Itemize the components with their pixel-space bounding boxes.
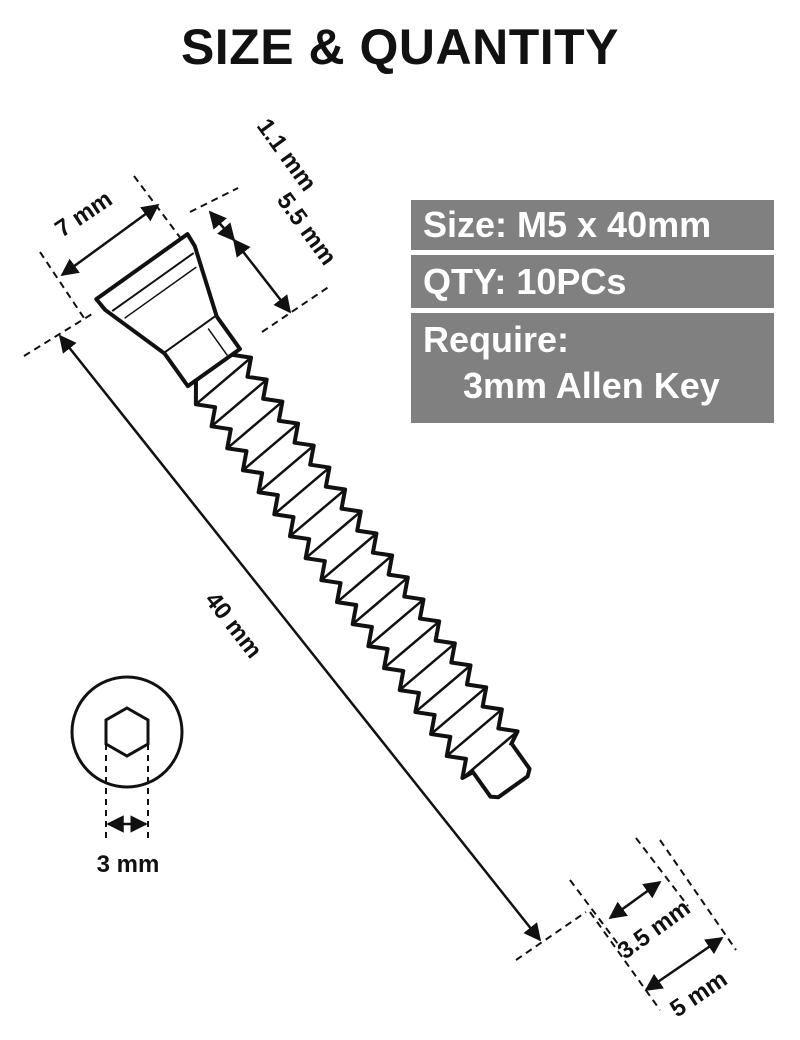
page-title: SIZE & QUANTITY	[180, 19, 620, 75]
head-taper-line	[124, 266, 197, 319]
size-spec: Size: M5 x 40mm	[411, 200, 774, 250]
dim-total-length-line	[58, 334, 542, 942]
dim-label-thread-diameter: 5 mm	[665, 966, 732, 1023]
screw-head	[94, 232, 219, 356]
ext-line	[635, 837, 689, 907]
ext-line	[515, 911, 587, 961]
dim-tip-diameter-line	[608, 880, 662, 920]
dim-label-tip-diameter: 3.5 mm	[613, 894, 696, 964]
ext-line	[39, 251, 85, 319]
spec-panel: Size: M5 x 40mm QTY: 10PCs Require: 3mm …	[411, 200, 774, 423]
thread-edge-bottom	[193, 380, 476, 781]
ext-line	[23, 313, 93, 357]
dim-head-diameter-line	[60, 203, 160, 277]
ext-line	[569, 879, 619, 945]
dim-label-head-diameter: 7 mm	[50, 186, 117, 243]
head-top-view	[70, 675, 184, 838]
dimension-lines	[23, 175, 737, 1011]
screw-tip	[471, 743, 532, 800]
ext-line	[133, 175, 183, 241]
quantity-spec: QTY: 10PCs	[411, 255, 774, 308]
dim-label-hex-socket: 3 mm	[97, 851, 160, 878]
require-label: Require:	[423, 319, 570, 360]
ext-line	[189, 187, 239, 213]
head-edge-line	[111, 252, 195, 312]
dim-thread-diameter-line	[644, 936, 724, 992]
requirement-spec: Require: 3mm Allen Key	[411, 313, 774, 423]
ext-line	[589, 911, 661, 1011]
dim-label-head-height: 1.1 mm	[251, 114, 321, 197]
dim-head-height-line	[208, 210, 236, 242]
dim-label-shank-length: 5.5 mm	[271, 188, 341, 271]
dim-shank-line	[232, 238, 292, 314]
hex-socket-icon	[104, 706, 150, 758]
ext-line	[659, 839, 737, 951]
require-value: 3mm Allen Key	[463, 365, 720, 406]
head-circle	[70, 675, 184, 789]
dim-label-total-length: 40 mm	[199, 587, 267, 664]
ext-line	[261, 285, 331, 333]
